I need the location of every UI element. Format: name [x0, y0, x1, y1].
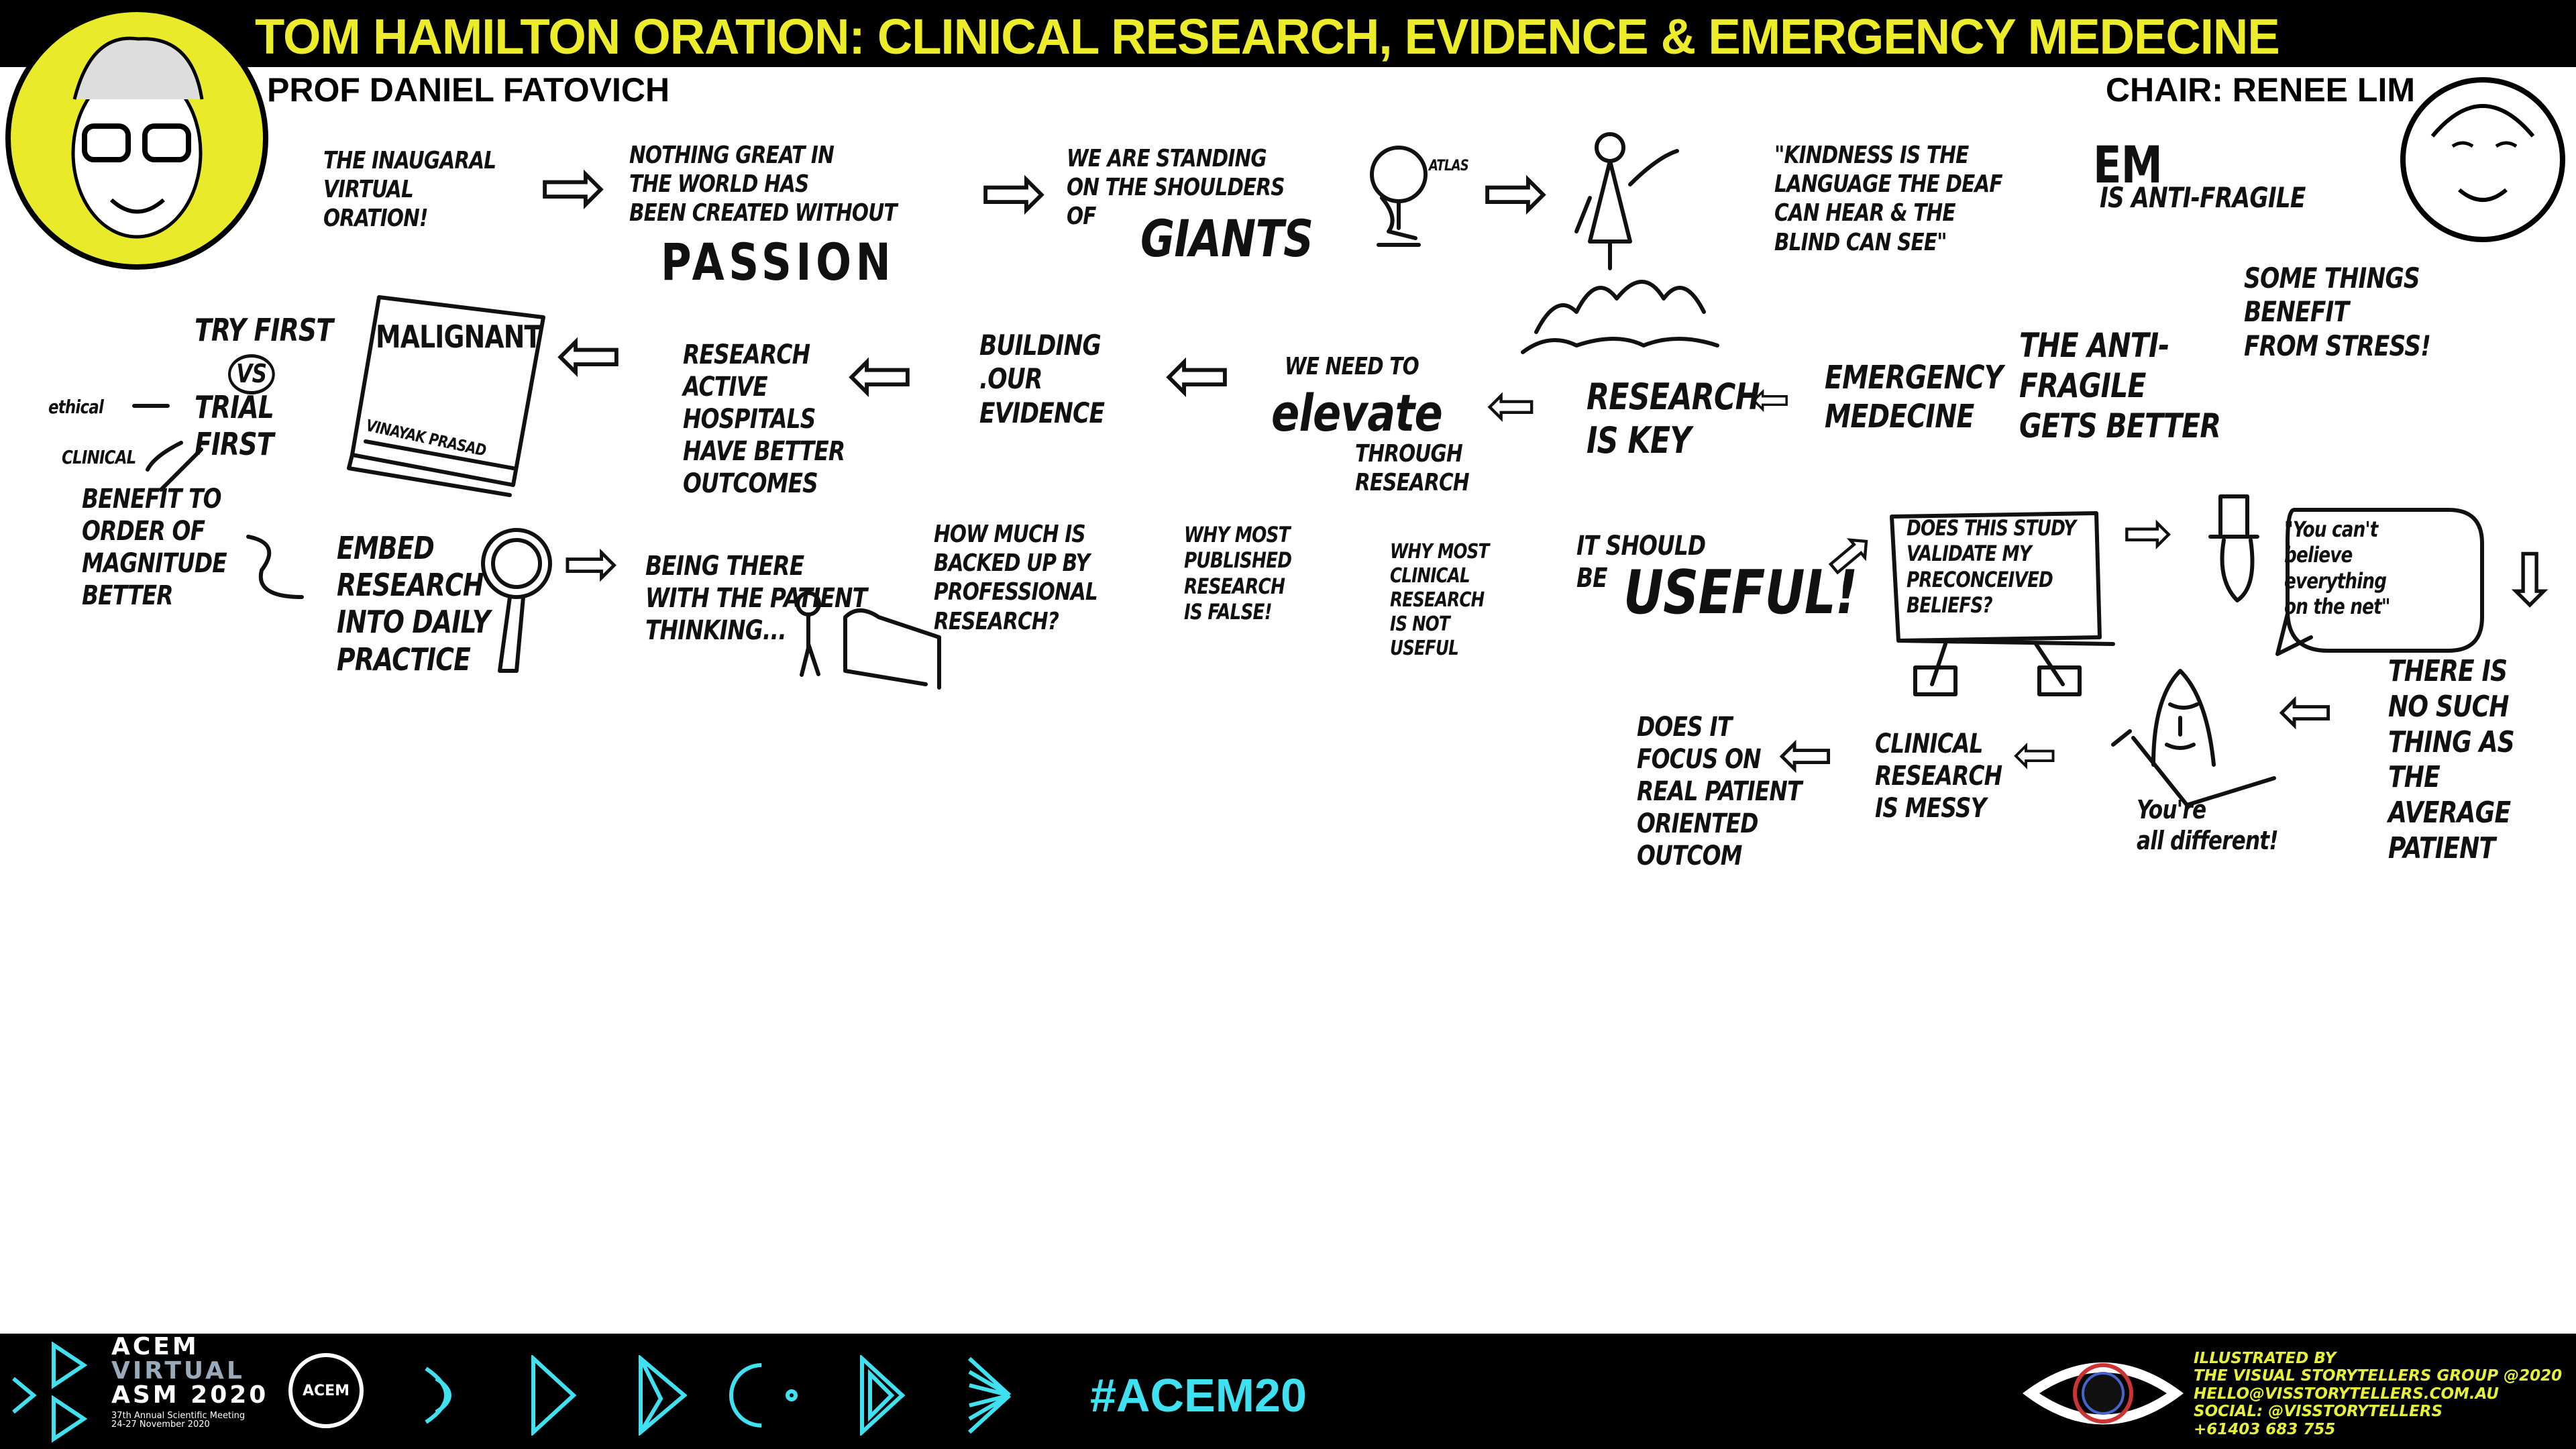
broken-circle-icon — [729, 1363, 798, 1428]
note-ethical: ethical — [48, 396, 104, 418]
logo-line: 24-27 November 2020 — [111, 1419, 210, 1430]
note-clinical: clinical — [62, 446, 136, 468]
note-useful: USEFUL! — [1623, 557, 1858, 628]
connector-lines — [132, 404, 203, 492]
book-icon — [347, 295, 545, 497]
speaker-face-drawing — [71, 36, 204, 239]
note-research-hospitals: Research active hospitals have better ou… — [683, 339, 845, 499]
arrow-right-icon — [540, 148, 608, 228]
header-bar — [0, 0, 2576, 67]
acem-logo-shapes-icon — [12, 1341, 88, 1443]
nested-play-icon — [860, 1355, 906, 1436]
illustrator-credits: Illustrated by The Visual Storytellers G… — [2194, 1350, 2563, 1438]
note-being-there: Being there with the patient thinking... — [645, 551, 867, 646]
lincoln-figure-icon — [2208, 494, 2259, 602]
note-trial-first: TRIAL FIRST — [195, 389, 274, 463]
note-no-average-patient: There is NO such thing as the average pa… — [2388, 654, 2515, 865]
hashtag: #ACEM20 — [1090, 1369, 1307, 1421]
footer-icon-row — [425, 1355, 1012, 1436]
arrow-left-icon — [555, 315, 623, 396]
acem-logo: ACEM VIRTUAL ASM 2020 37th Annual Scient… — [111, 1333, 269, 1430]
speech-bubble-icon — [2275, 508, 2484, 656]
visual-storytellers-eye-logo — [2023, 1362, 2184, 1425]
note-inaugural: The inaugaral virtual oration! — [323, 147, 496, 233]
arrow-left-icon — [847, 335, 914, 416]
arrow-left-icon — [1164, 335, 1232, 416]
patient-bed-icon — [796, 591, 941, 690]
radiating-lines-icon — [967, 1356, 1012, 1434]
note-anti-fragile: is anti-fragile — [2100, 181, 2306, 214]
note-giants: We are standing on the shoulders of — [1067, 145, 1285, 231]
note-embed-research: Embed research into daily practice — [337, 530, 490, 678]
book-title: MALIGNANT — [376, 319, 541, 355]
note-vs: VS — [228, 354, 275, 394]
note-atlas: ATLAS — [1429, 158, 1469, 174]
speaker-name: PROF DANIEL FATOVICH — [267, 71, 670, 109]
note-not-useful: Why most clinical research is not useful — [1390, 540, 1489, 660]
note-through-research: through research — [1355, 440, 1470, 497]
connector-curve — [246, 535, 304, 599]
pointing-figure-icon — [2111, 669, 2276, 807]
note-passion: Nothing great in the world has been crea… — [629, 142, 897, 227]
note-clinical-messy: Clinical research is messy — [1875, 729, 2002, 824]
arrow-right-icon — [981, 153, 1049, 233]
arrow-left-icon — [1486, 376, 1536, 436]
arrow-down-icon — [2499, 543, 2561, 617]
heart-wave-icon — [425, 1366, 451, 1424]
monitor-icon — [1890, 511, 2115, 696]
logo-line: 37th Annual Scientific Meeting — [111, 1411, 246, 1421]
chair-portrait — [2400, 77, 2565, 242]
note-passion-word: PASSION — [661, 232, 896, 292]
arrow-right-icon — [2123, 503, 2174, 564]
page-title: TOM HAMILTON ORATION: CLINICAL RESEARCH,… — [255, 9, 2280, 64]
magnifying-glass-icon — [481, 528, 552, 673]
note-should-be: It should be — [1576, 531, 1706, 594]
speaker-portrait — [5, 7, 268, 270]
emblem-text: ACEM — [302, 1382, 350, 1399]
note-all-different: You're all different! — [2137, 795, 2279, 855]
note-building-evidence: Building .our evidence — [979, 329, 1105, 429]
logo-line: ASM 2020 — [111, 1381, 269, 1409]
logo-line: ACEM — [111, 1333, 199, 1360]
logo-line: VIRTUAL — [111, 1357, 245, 1385]
note-em: EM — [2093, 135, 2163, 195]
note-benefit-order: Benefit to order of magnitude better — [82, 484, 227, 611]
note-elevate: elevate — [1271, 383, 1443, 443]
acem-emblem: ACEM — [288, 1353, 364, 1428]
arrow-left-icon — [2012, 728, 2057, 782]
note-emergency-medecine: Emergency Medecine — [1825, 359, 2003, 435]
note-try-first: TRY FIRST — [195, 312, 333, 348]
note-research-key: Research is key — [1587, 376, 1760, 462]
note-kindness-quote: "Kindness is the language the deaf can h… — [1774, 142, 2003, 256]
note-validate-beliefs: Does this study validate my preconceived… — [1907, 515, 2076, 619]
note-anti-fragile-better: The ANTI- FRAGILE gets better — [2019, 326, 2221, 445]
chair-face-drawing — [2430, 104, 2535, 202]
play-outline-icon — [531, 1355, 577, 1436]
atlas-figure-icon — [1370, 146, 1428, 247]
figure-on-mountain-icon — [1521, 132, 1719, 354]
note-benefit-stress: some things BENEFIT from stress! — [2244, 262, 2431, 362]
note-net-quote: "You can't believe everything on the net… — [2284, 517, 2390, 620]
note-published-false: Why most published research is false! — [1184, 522, 1292, 625]
note-how-much: How much is backed up by professional re… — [934, 521, 1098, 635]
note-giants-word: GIANTS — [1140, 209, 1313, 268]
arrow-right-icon — [564, 530, 620, 597]
arrow-left-icon — [2277, 678, 2334, 745]
polygon-arrow-icon — [639, 1355, 688, 1436]
note-need-to: We need to — [1285, 353, 1419, 380]
chair-name: CHAIR: RENEE LIM — [2105, 71, 2415, 109]
